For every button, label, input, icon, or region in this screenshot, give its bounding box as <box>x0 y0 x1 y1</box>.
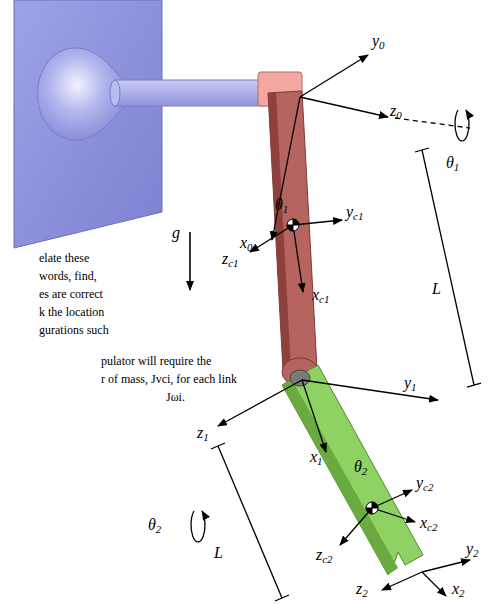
axis-label: L <box>214 544 223 562</box>
axis-label: yc2 <box>416 474 434 492</box>
axis-label: θ1 <box>446 154 459 172</box>
axis-label: yc1 <box>346 203 364 221</box>
axis-label: zc2 <box>316 546 333 564</box>
paragraph-fragment: r of mass, Jvci, for each link <box>100 373 238 387</box>
axis-label: z0 <box>390 102 402 120</box>
axis-label: xc2 <box>420 514 438 532</box>
paragraph-fragment: pulator will require the <box>100 355 212 369</box>
axis-label: z2 <box>356 580 368 598</box>
paragraph-fragment: words, find, <box>38 270 98 284</box>
axis-label: x1 <box>310 448 323 466</box>
axis-label: zc1 <box>222 250 239 268</box>
paragraph-fragment: k the location <box>38 306 105 320</box>
paragraph-fragment: Jωi. <box>165 391 186 405</box>
axis-label: y2 <box>466 540 479 558</box>
paragraph-fragment: es are correct <box>38 288 104 302</box>
paragraph-fragment: gurations such <box>38 324 110 338</box>
axis-label: θ2 <box>148 516 161 534</box>
axis-label: g <box>172 224 180 242</box>
axis-label: L <box>432 280 441 298</box>
paragraph-fragment: elate these <box>38 252 90 266</box>
axis-label: z1 <box>197 424 209 442</box>
axis-label: y0 <box>372 32 385 50</box>
axis-label: xc1 <box>312 286 330 304</box>
axis-label: θ2 <box>354 458 367 476</box>
axis-label: x0 <box>240 234 253 252</box>
axis-label: x2 <box>452 580 465 598</box>
axis-label: y1 <box>404 374 417 392</box>
axis-label: θ1 <box>275 196 288 214</box>
